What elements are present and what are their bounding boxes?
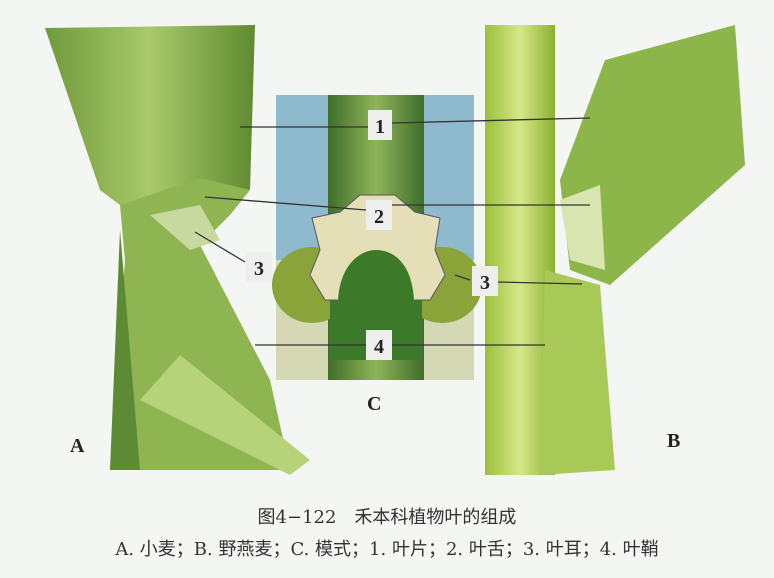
figure-legend: A. 小麦；B. 野燕麦；C. 模式；1. 叶片；2. 叶舌；3. 叶耳；4. … bbox=[115, 539, 659, 560]
callout-labels: 1 2 3 3 4 bbox=[246, 110, 498, 360]
figure-title: 图4−122 禾本科植物叶的组成 bbox=[257, 507, 517, 528]
wheat-illustration bbox=[45, 25, 310, 475]
panel-label-b: B bbox=[667, 430, 680, 452]
schematic-diagram bbox=[272, 95, 482, 380]
svg-text:3: 3 bbox=[480, 272, 490, 294]
wild-oat-illustration bbox=[485, 25, 745, 475]
svg-text:3: 3 bbox=[254, 258, 264, 280]
svg-text:4: 4 bbox=[374, 336, 384, 358]
panel-label-a: A bbox=[70, 435, 85, 457]
panel-label-c: C bbox=[367, 393, 381, 415]
svg-text:1: 1 bbox=[375, 116, 385, 138]
svg-text:2: 2 bbox=[374, 206, 384, 228]
leader-lines bbox=[194, 117, 591, 346]
